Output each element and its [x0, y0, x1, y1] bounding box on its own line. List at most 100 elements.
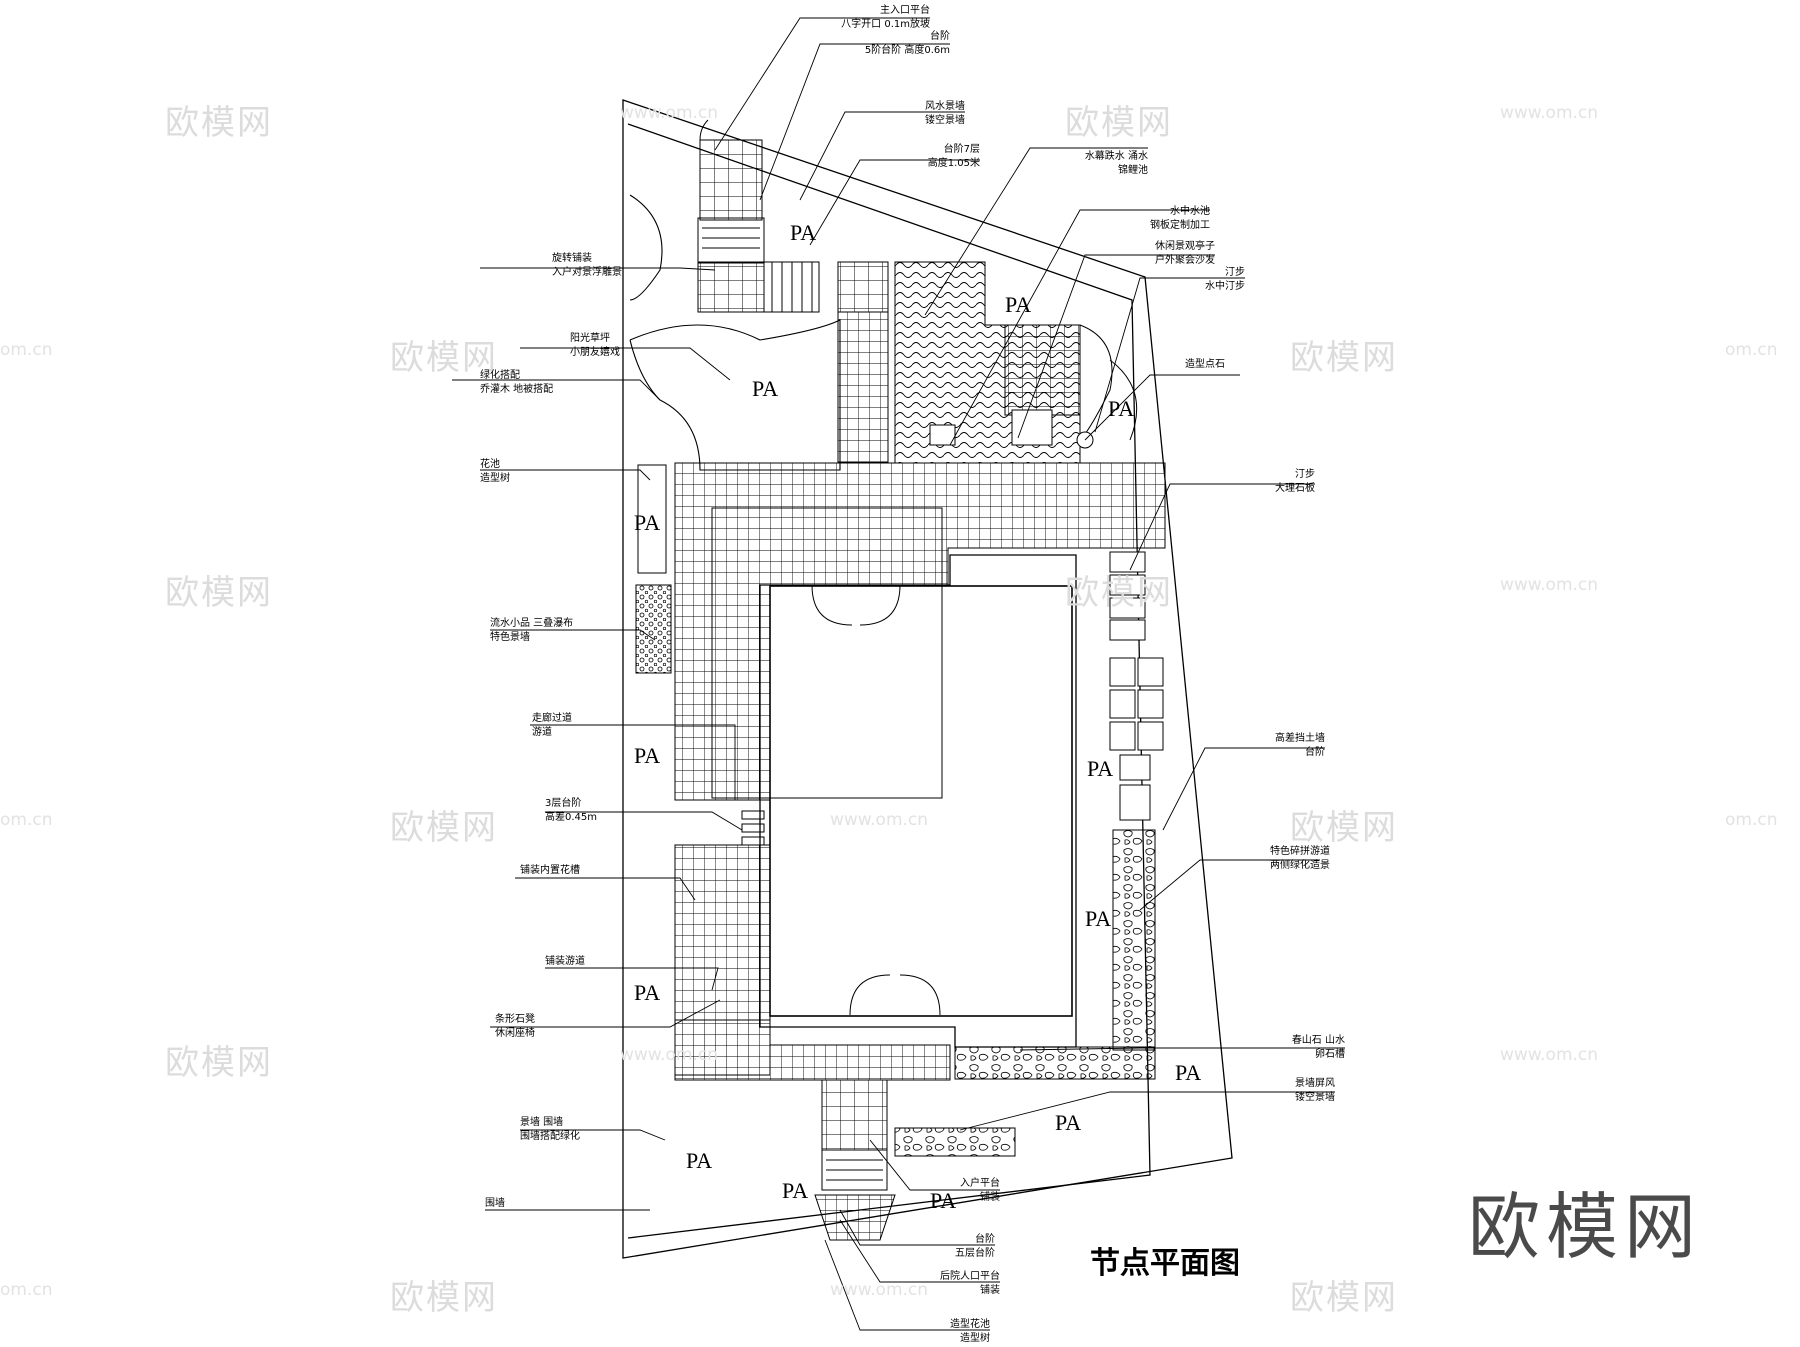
- callout-steps-7: 台阶7层高度1.05米: [920, 143, 980, 171]
- watermark-url: www.om.cn: [620, 103, 719, 123]
- callout-detail: 休闲座椅: [495, 1028, 535, 1039]
- east-stepping-stones: [1109, 551, 1164, 821]
- callout-paving-drain: 铺装内置花槽: [520, 864, 580, 878]
- callout-title: 景墙 围墙: [520, 1117, 564, 1128]
- watermark: 欧模网: [165, 103, 273, 143]
- callout-green-match: 绿化搭配乔灌木 地被搭配: [480, 369, 553, 397]
- callout-sun-lawn: 阳光草坪小朋友嬉戏: [570, 332, 620, 360]
- callout-steps-3: 3层台阶高差0.45m: [545, 797, 597, 825]
- callout-title: 水幕跌水 涌水: [1084, 151, 1148, 162]
- callout-title: 台阶7层: [943, 144, 980, 155]
- callout-entry-platform: 入户平台铺装: [958, 1177, 1000, 1205]
- callout-title: 造型花池: [950, 1319, 990, 1330]
- site-boundary: [622, 99, 1233, 1259]
- watermark-url: om.cn: [0, 340, 53, 360]
- area-code: PA: [1055, 1110, 1082, 1135]
- watermark: 欧模网: [390, 808, 498, 848]
- callout-detail: 铺装: [980, 1285, 1000, 1296]
- callout-detail: 大理石板: [1275, 483, 1315, 494]
- drawing-title: 节点平面图: [1090, 1246, 1240, 1281]
- watermark: 欧模网: [1290, 1278, 1398, 1318]
- watermark: 欧模网: [390, 1278, 498, 1318]
- callout-title: 造型点石: [1185, 359, 1225, 370]
- callout-paved-path: 铺装游道: [545, 955, 585, 969]
- callout-title: 汀步: [1295, 469, 1315, 480]
- area-code: PA: [1175, 1060, 1202, 1085]
- callout-detail: 两侧绿化造景: [1270, 860, 1330, 871]
- callout-title: 台阶: [930, 31, 950, 42]
- leader-lines: [452, 17, 1345, 1331]
- watermark-url: www.om.cn: [1500, 1045, 1599, 1065]
- area-code: PA: [782, 1178, 809, 1203]
- callout-detail: 高差0.45m: [545, 812, 598, 823]
- callout-flowerbed: 花池造型树: [480, 458, 510, 486]
- callout-shaped-planter: 造型花池造型树: [940, 1318, 990, 1346]
- watermark: 欧模网: [1065, 103, 1173, 143]
- watermark: 欧模网: [390, 338, 498, 378]
- callout-main-entrance: 主入口平台八字开口 0.1m放坡: [841, 4, 930, 32]
- callout-corridor: 走廊过道游道: [532, 712, 572, 740]
- area-code: PA: [634, 980, 661, 1005]
- watermark: 欧模网: [1290, 808, 1398, 848]
- callout-title: 汀步: [1225, 267, 1245, 278]
- callout-title: 主入口平台: [880, 5, 930, 16]
- area-code: PA: [634, 510, 661, 535]
- area-code: PA: [634, 743, 661, 768]
- callout-title: 铺装游道: [545, 956, 585, 967]
- watermark-url: www.om.cn: [1500, 103, 1599, 123]
- callout-stone-bench: 条形石凳休闲座椅: [495, 1013, 535, 1041]
- callout-title: 3层台阶: [545, 798, 582, 809]
- callout-detail: 围墙搭配绿化: [520, 1131, 580, 1142]
- callout-detail: 台阶: [1305, 747, 1325, 758]
- callout-feature-stone: 造型点石: [1185, 358, 1225, 372]
- callout-garden-wall: 景墙 围墙围墙搭配绿化: [520, 1116, 580, 1144]
- callout-detail: 游道: [532, 727, 552, 738]
- watermark: 欧模网: [1290, 338, 1398, 378]
- callout-title: 水中水池: [1170, 206, 1210, 217]
- callout-rockery: 春山石 山水卵石槽: [1275, 1034, 1345, 1062]
- callout-title: 春山石 山水: [1291, 1035, 1345, 1046]
- callout-title: 风水景墙: [925, 101, 965, 112]
- watermark-url: www.om.cn: [620, 1045, 719, 1065]
- callout-water-pool: 水中水池钢板定制加工: [1140, 205, 1210, 233]
- callout-stepping-water: 汀步水中汀步: [1195, 266, 1245, 294]
- brand-logo: 欧模网: [1468, 1185, 1703, 1269]
- callout-title: 后院人口平台: [940, 1271, 1000, 1282]
- callout-title: 条形石凳: [495, 1014, 535, 1025]
- callout-rotary-paving: 旋转铺装入户对景浮雕景: [552, 252, 622, 280]
- pebble-path: [894, 829, 1156, 1157]
- callout-title: 阳光草坪: [570, 333, 610, 344]
- area-code: PA: [1085, 906, 1112, 931]
- callout-title: 绿化搭配: [480, 370, 520, 381]
- north-entrance: [697, 119, 889, 463]
- callout-backyard-entry: 后院人口平台铺装: [940, 1270, 1000, 1298]
- watermark: 欧模网: [1065, 573, 1173, 613]
- watermark: 欧模网: [165, 573, 273, 613]
- callout-detail: 水中汀步: [1205, 281, 1245, 292]
- callout-pebble-path: 特色碎拼游道两侧绿化造景: [1270, 845, 1330, 873]
- south-entrance: [814, 1079, 896, 1241]
- callout-detail: 锦鲤池: [1118, 165, 1148, 176]
- watermark-url: www.om.cn: [1500, 575, 1599, 595]
- callout-detail: 五层台阶: [955, 1248, 995, 1259]
- callout-detail: 小朋友嬉戏: [570, 347, 620, 358]
- callout-water-curtain: 水幕跌水 涌水锦鲤池: [1070, 150, 1148, 178]
- callout-detail: 铺装: [980, 1192, 1000, 1203]
- callout-detail: 八字开口 0.1m放坡: [841, 19, 930, 30]
- watermark-url: om.cn: [1725, 340, 1778, 360]
- callout-detail: 卵石槽: [1315, 1049, 1345, 1060]
- callout-detail: 户外聚会沙发: [1155, 255, 1215, 266]
- watermark-url: www.om.cn: [830, 810, 929, 830]
- watermark: 欧模网: [165, 1043, 273, 1083]
- callout-title: 花池: [480, 459, 500, 470]
- callout-title: 休闲景观亭子: [1155, 241, 1215, 252]
- watermark-url: www.om.cn: [830, 1280, 929, 1300]
- callout-title: 铺装内置花槽: [520, 865, 580, 876]
- callout-detail: 高度1.05米: [927, 158, 980, 169]
- callout-screen-wall: 景墙屏风镂空景墙: [1283, 1077, 1335, 1105]
- area-code: PA: [1005, 292, 1032, 317]
- callout-title: 景墙屏风: [1295, 1078, 1335, 1089]
- callout-steps-5b: 台阶五层台阶: [955, 1233, 995, 1261]
